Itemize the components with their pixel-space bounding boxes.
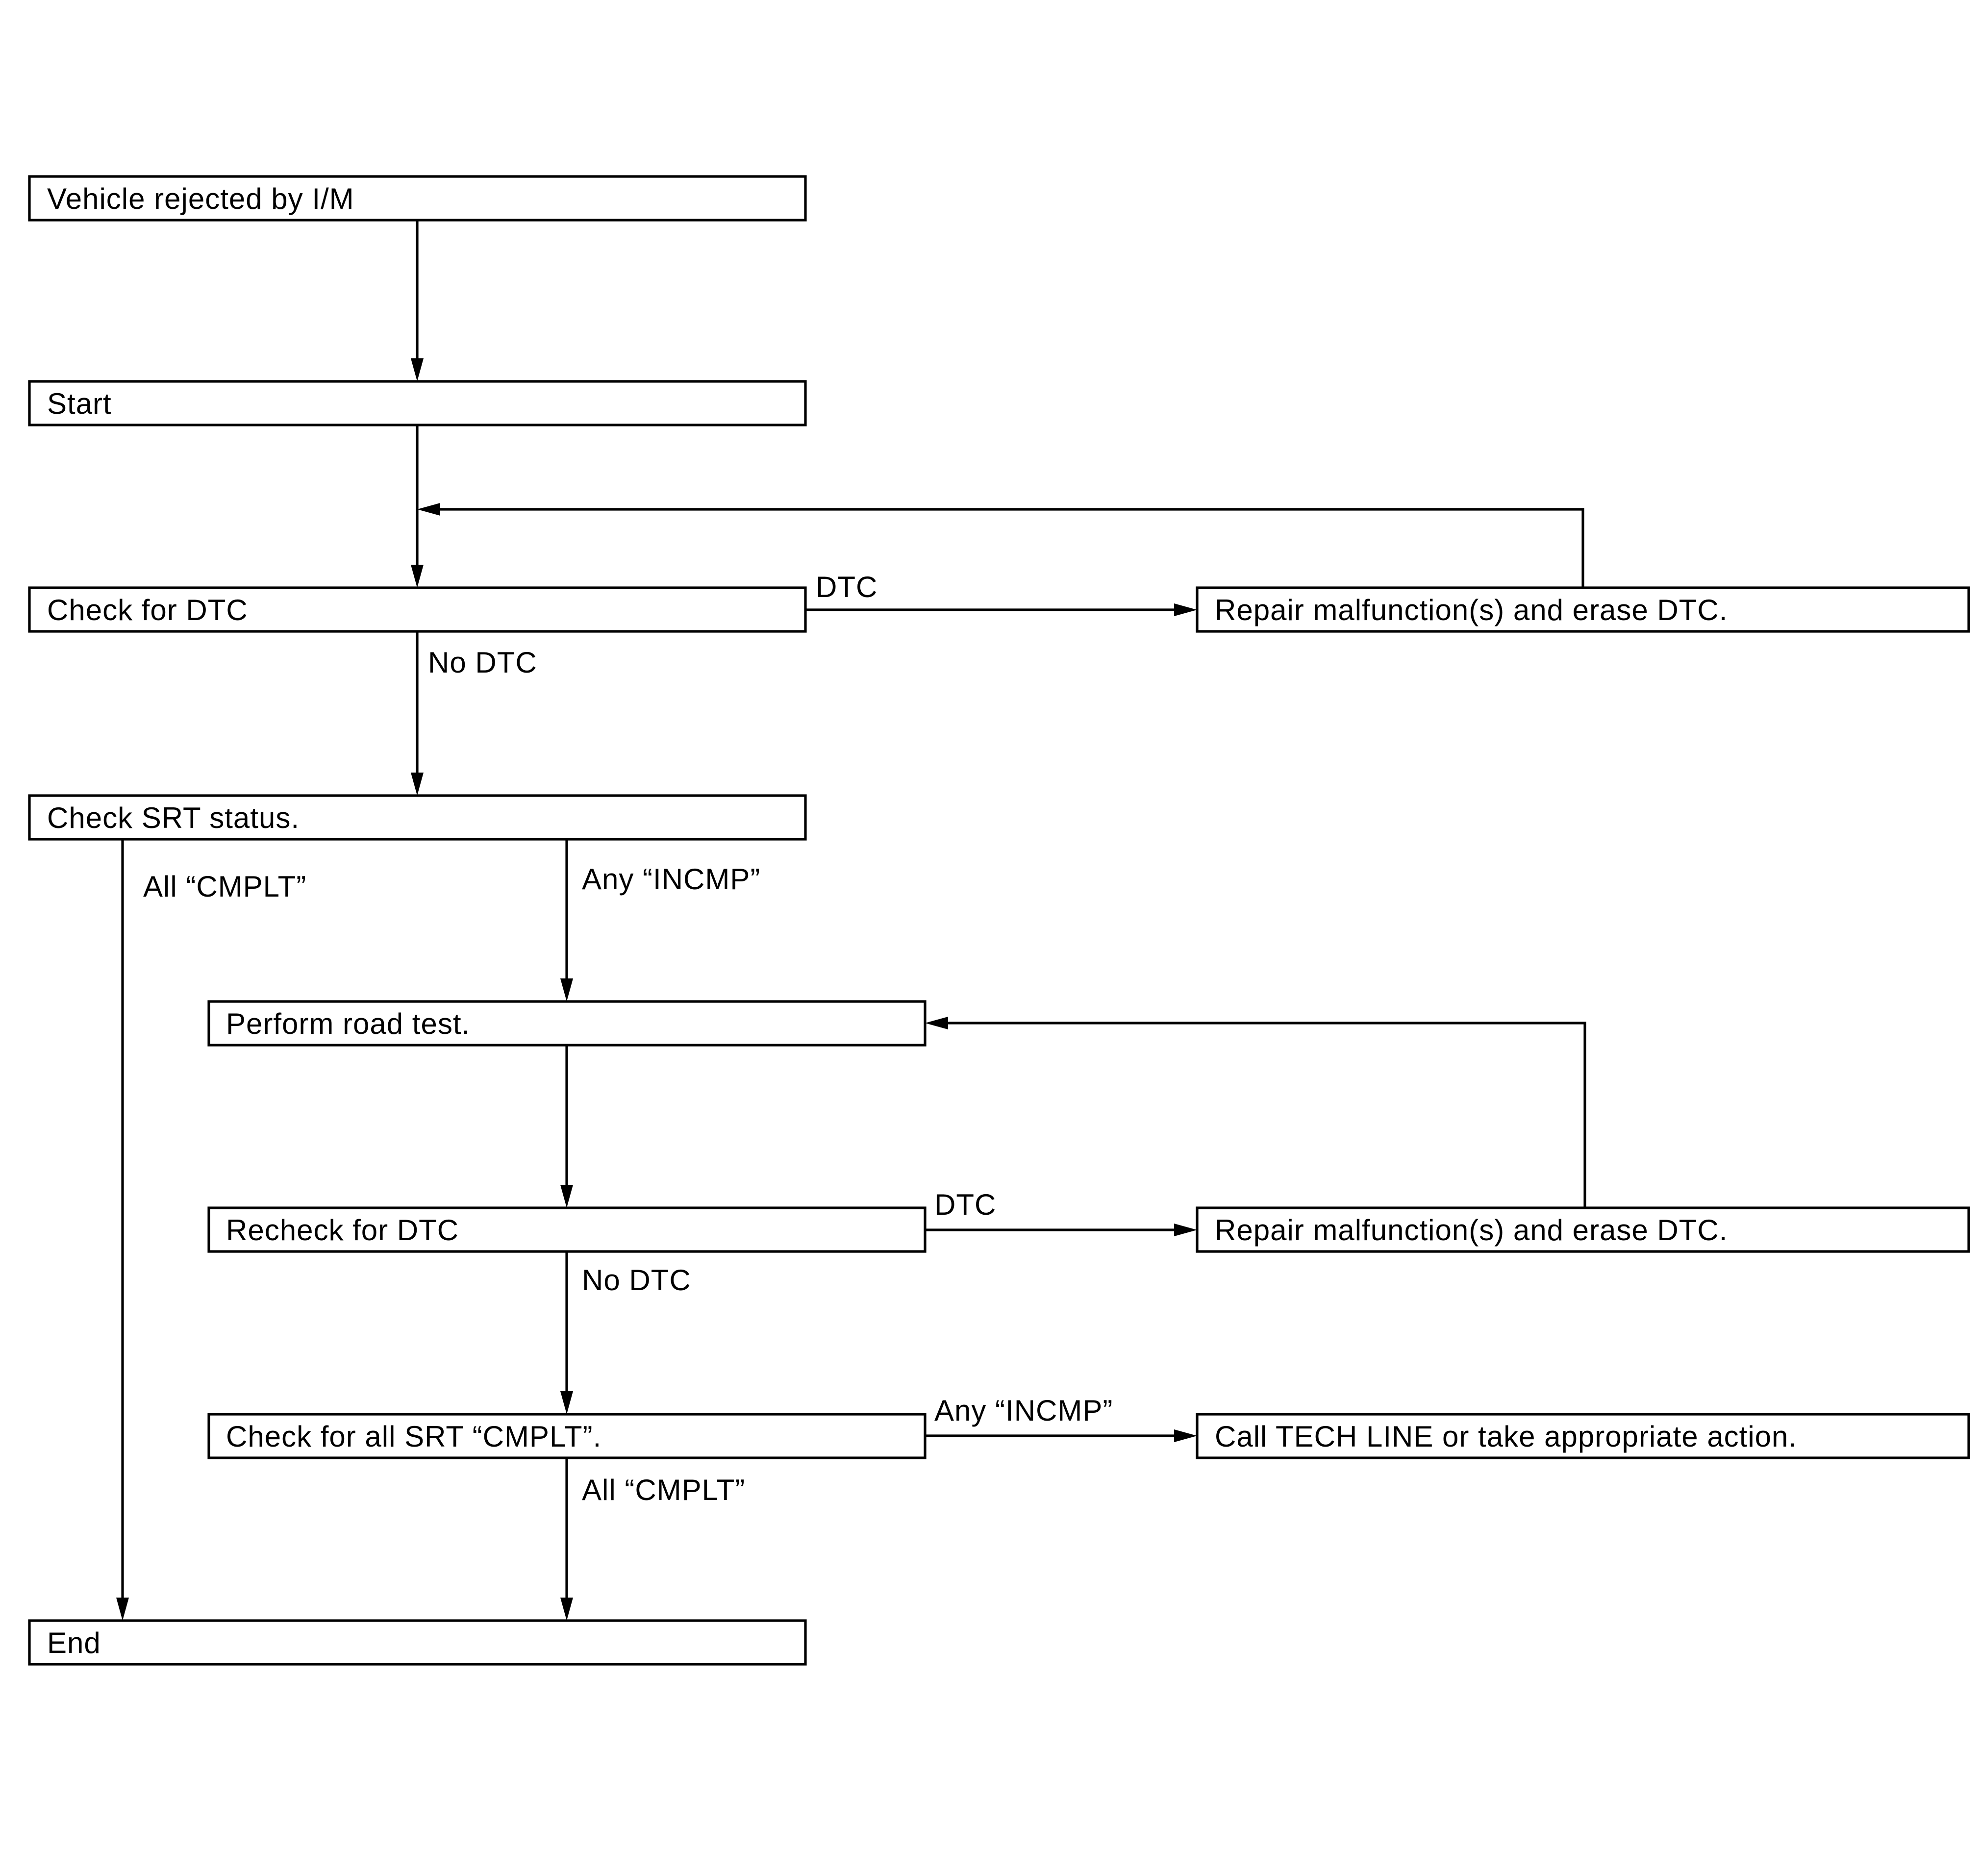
node-vehicle-rejected: Vehicle rejected by I/M [28,175,807,222]
edge-label-all-cmplt-1: All “CMPLT” [143,870,306,903]
edge-recheck-to-repair-2 [925,1224,1197,1236]
node-label: Call TECH LINE or take appropriate actio… [1215,1420,1797,1453]
edge-label-all-cmplt-2: All “CMPLT” [582,1474,745,1506]
node-check-for-dtc: Check for DTC [28,586,807,633]
node-repair-malfunction-1: Repair malfunction(s) and erase DTC. [1196,586,1970,633]
edge-label-dtc-1: DTC [816,571,877,603]
node-label: Start [47,387,112,420]
edge-check-all-srt-to-call-tech [925,1429,1197,1442]
node-label: Perform road test. [226,1007,470,1040]
edge-label-dtc-2: DTC [934,1188,996,1221]
edge-recheck-to-check-all-srt [560,1251,573,1414]
node-label: Repair malfunction(s) and erase DTC. [1215,594,1728,626]
node-label: Repair malfunction(s) and erase DTC. [1215,1214,1728,1247]
edge-road-test-to-recheck [560,1045,573,1208]
node-label: Check for DTC [47,594,248,626]
node-recheck-for-dtc: Recheck for DTC [207,1206,927,1253]
node-start: Start [28,380,807,426]
edge-label-any-incmp-1: Any “INCMP” [582,863,760,896]
node-label: Check for all SRT “CMPLT”. [226,1420,602,1453]
node-label: Vehicle rejected by I/M [47,182,354,215]
node-call-tech-line: Call TECH LINE or take appropriate actio… [1196,1413,1970,1459]
node-label: Check SRT status. [47,801,300,834]
edge-check-all-srt-to-end [560,1458,573,1621]
edge-label-no-dtc-2: No DTC [582,1264,691,1297]
edge-check-srt-to-end [116,839,129,1621]
edge-start-to-check-dtc [411,425,424,588]
edge-repair-2-loop-back [925,1017,1586,1208]
edge-check-srt-to-road-test [560,839,573,1001]
edge-rejected-to-start [411,220,424,381]
edge-label-no-dtc-1: No DTC [428,646,537,679]
node-perform-road-test: Perform road test. [207,1000,927,1047]
node-check-srt-status: Check SRT status. [28,794,807,841]
node-label: Recheck for DTC [226,1214,459,1247]
node-label: End [47,1626,101,1659]
node-check-all-srt-cmplt: Check for all SRT “CMPLT”. [207,1413,927,1459]
edge-label-any-incmp-2: Any “INCMP” [934,1394,1113,1427]
node-end: End [28,1619,807,1666]
edge-check-dtc-to-check-srt [411,631,424,796]
edge-repair-1-loop-back [417,503,1584,588]
edge-check-dtc-to-repair-1 [805,603,1197,616]
node-repair-malfunction-2: Repair malfunction(s) and erase DTC. [1196,1206,1970,1253]
